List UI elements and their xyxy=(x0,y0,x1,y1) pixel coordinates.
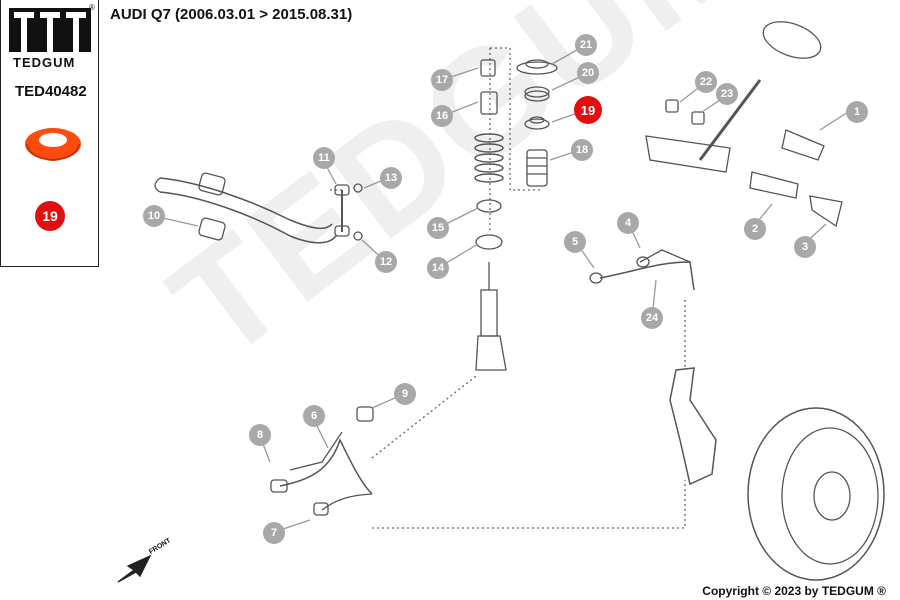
callout-22[interactable]: 22 xyxy=(695,71,717,93)
callout-23[interactable]: 23 xyxy=(716,83,738,105)
callout-18[interactable]: 18 xyxy=(571,139,593,161)
callout-21[interactable]: 21 xyxy=(575,34,597,56)
tedgum-logo-icon xyxy=(9,8,91,52)
vehicle-title: AUDI Q7 (2006.03.01 > 2015.08.31) xyxy=(110,6,353,23)
callout-16[interactable]: 16 xyxy=(431,105,453,127)
callout-2[interactable]: 2 xyxy=(744,218,766,240)
callout-24[interactable]: 24 xyxy=(641,307,663,329)
callout-3[interactable]: 3 xyxy=(794,236,816,258)
callout-5[interactable]: 5 xyxy=(564,231,586,253)
part-number: TED40482 xyxy=(15,83,87,100)
callout-6[interactable]: 6 xyxy=(303,405,325,427)
callout-12[interactable]: 12 xyxy=(375,251,397,273)
callout-17[interactable]: 17 xyxy=(431,69,453,91)
callout-20[interactable]: 20 xyxy=(577,62,599,84)
callout-14[interactable]: 14 xyxy=(427,257,449,279)
callout-4[interactable]: 4 xyxy=(617,212,639,234)
callout-9[interactable]: 9 xyxy=(394,383,416,405)
callout-1[interactable]: 1 xyxy=(846,101,868,123)
brand-name: TEDGUM xyxy=(13,55,76,70)
highlight-badge: 19 xyxy=(35,201,65,231)
registered-mark: ® xyxy=(89,3,95,12)
callout-8[interactable]: 8 xyxy=(249,424,271,446)
callout-7[interactable]: 7 xyxy=(263,522,285,544)
callout-11[interactable]: 11 xyxy=(313,147,335,169)
part-sidebar: ® TEDGUM TED40482 19 xyxy=(0,0,99,267)
spring-pad-part-icon xyxy=(25,128,81,162)
callout-10[interactable]: 10 xyxy=(143,205,165,227)
callout-19-highlighted[interactable]: 19 xyxy=(574,96,602,124)
callout-13[interactable]: 13 xyxy=(380,167,402,189)
copyright-text: Copyright © 2023 by TEDGUM ® xyxy=(702,584,886,598)
callout-15[interactable]: 15 xyxy=(427,217,449,239)
